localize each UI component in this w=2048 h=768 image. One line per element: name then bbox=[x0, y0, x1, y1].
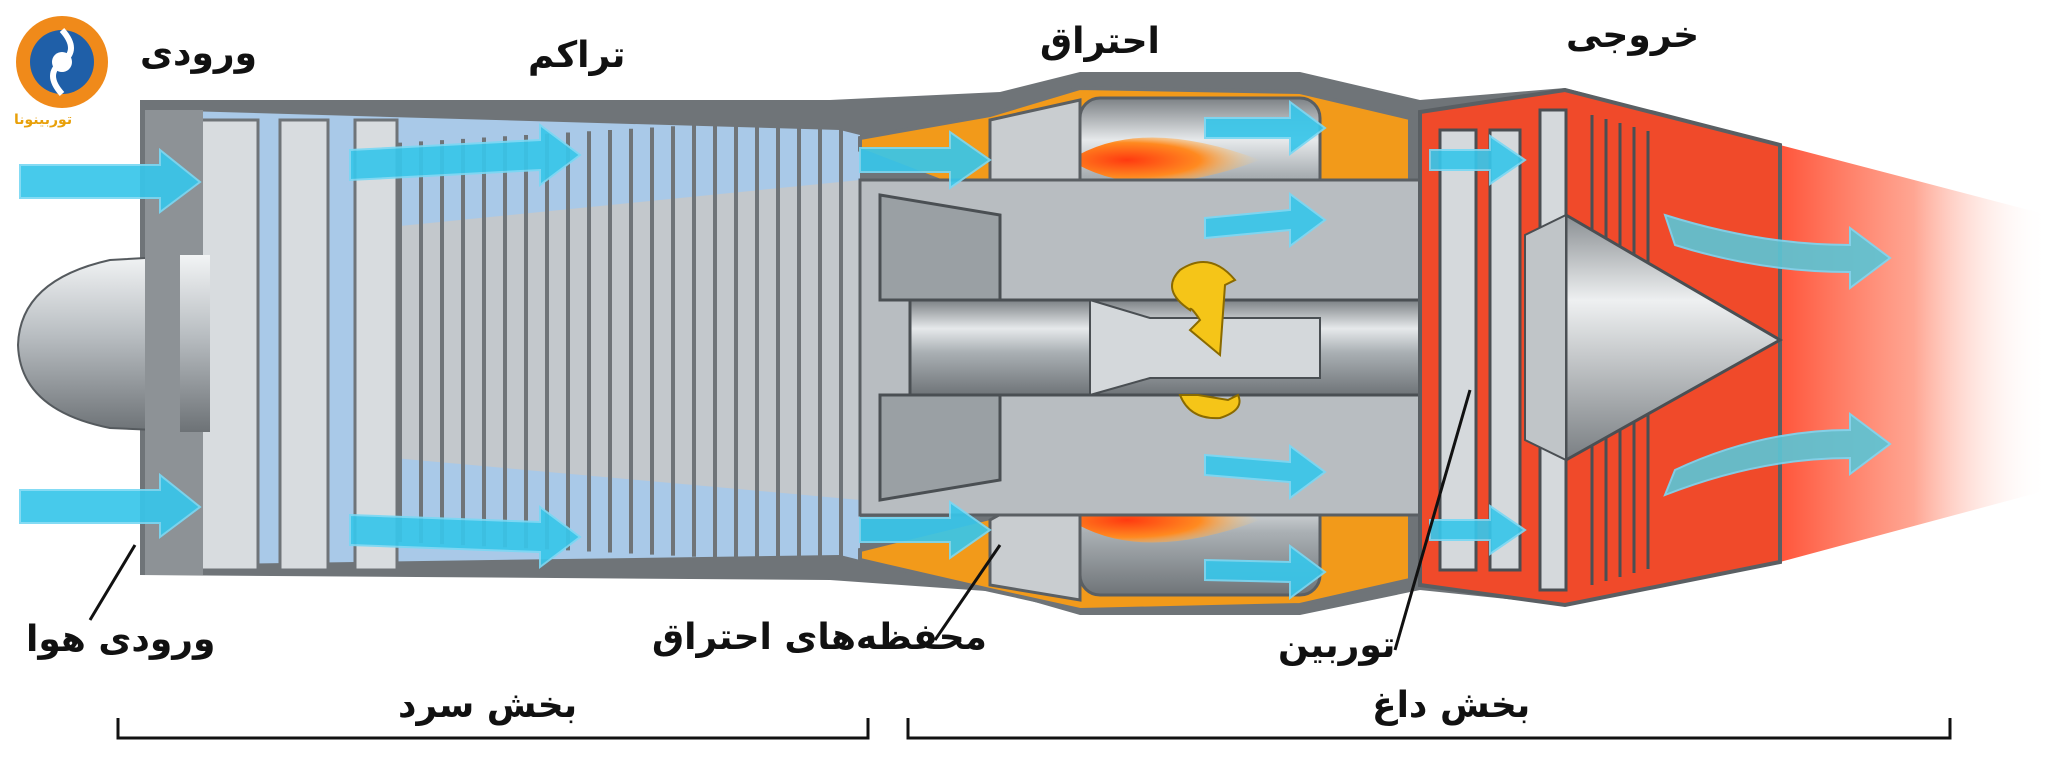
combustor-arrow-4 bbox=[1204, 544, 1327, 600]
intake-arrow-bottom bbox=[19, 472, 202, 539]
intake-arrow-top bbox=[19, 147, 202, 214]
turbine-arrow-bottom bbox=[1429, 504, 1527, 556]
exhaust-arrow-bottom bbox=[1663, 412, 1892, 497]
compressor-stages bbox=[398, 116, 843, 565]
label-hot-section: بخش داغ bbox=[1372, 685, 1531, 726]
label-air-intake: ورودی هوا bbox=[26, 619, 216, 660]
fan-blades bbox=[198, 118, 399, 572]
flame-top bbox=[1070, 137, 1260, 183]
logo-mark bbox=[16, 16, 108, 108]
airflow-arrows bbox=[19, 100, 1892, 600]
label-inlet: ورودی bbox=[140, 33, 257, 74]
label-turbine: توربین bbox=[1278, 625, 1396, 666]
label-compressor: تراکم bbox=[528, 35, 626, 76]
diffuser-arrow-top bbox=[859, 130, 992, 190]
combustor-arrow-3 bbox=[1204, 444, 1327, 500]
label-cold-section: بخش سرد bbox=[398, 685, 578, 726]
label-combustion-chambers: محفظه‌های احتراق bbox=[652, 617, 987, 658]
compressor-arrow-bottom bbox=[349, 505, 582, 569]
exhaust-glow bbox=[1780, 145, 2048, 562]
label-combustion: احتراق bbox=[1040, 21, 1160, 62]
section-brackets bbox=[116, 718, 1952, 740]
diffuser-arrow-bottom bbox=[859, 500, 992, 560]
label-exhaust: خروجی bbox=[1566, 15, 1700, 56]
combustor-arrow-1 bbox=[1204, 100, 1327, 156]
leader-lines bbox=[88, 389, 1472, 651]
rotation-arrow bbox=[1171, 261, 1241, 420]
compressor-arrow-top bbox=[349, 123, 582, 187]
combustor-arrow-2 bbox=[1204, 192, 1327, 248]
turbine-arrow-top bbox=[1429, 134, 1527, 186]
exhaust-arrow-top bbox=[1663, 213, 1892, 290]
logo-text: توربینونا bbox=[14, 112, 73, 128]
